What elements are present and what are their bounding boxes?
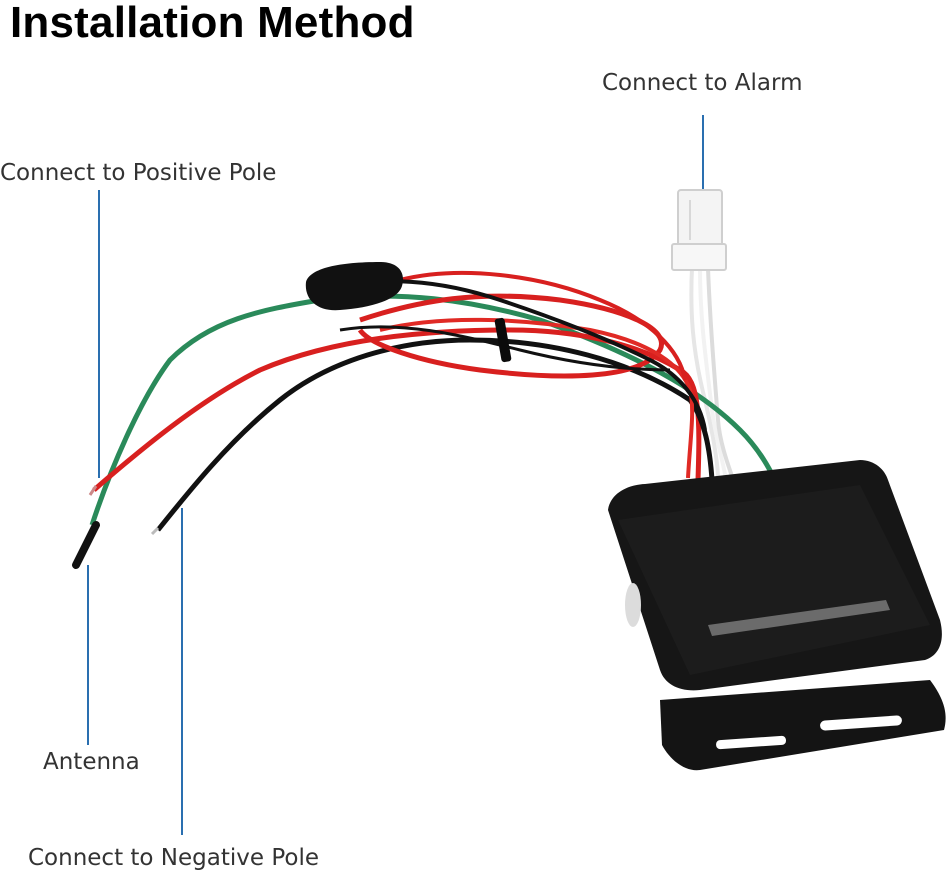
alarm-module bbox=[608, 460, 946, 771]
connect-to-alarm-label: Connect to Alarm bbox=[602, 70, 803, 96]
inline-fuse-holder bbox=[305, 262, 404, 311]
connect-to-negative-label: Connect to Negative Pole bbox=[28, 845, 320, 871]
red-wire-loop bbox=[357, 293, 664, 379]
cable-tie bbox=[494, 317, 512, 363]
page-title: Installation Method bbox=[10, 0, 415, 47]
antenna-tip bbox=[72, 521, 100, 569]
white-connector bbox=[671, 189, 736, 483]
green-wire bbox=[89, 293, 778, 526]
connect-to-positive-label: Connect to Positive Pole bbox=[0, 160, 277, 186]
antenna-label: Antenna bbox=[43, 749, 140, 775]
red-wire-positive bbox=[92, 327, 702, 492]
